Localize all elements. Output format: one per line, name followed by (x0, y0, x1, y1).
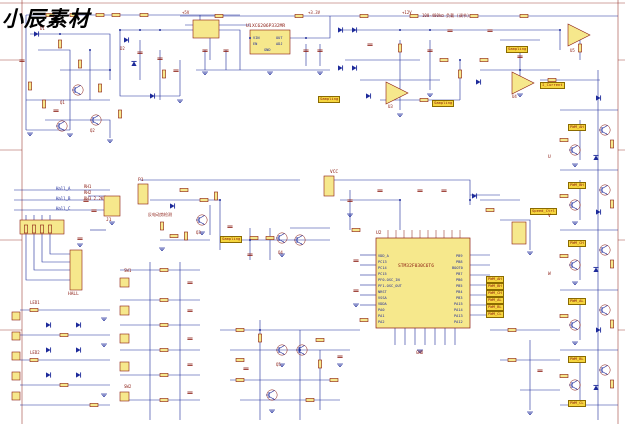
regulator-pin-vin: VIN (253, 36, 260, 40)
mcu-pin-left: PC14 (378, 266, 387, 270)
regulator-pin-adj: ADJ (276, 42, 283, 46)
mcu-pin-left: VDDA (378, 302, 387, 306)
power-rail-label: +12V (402, 10, 412, 15)
net-tag-pwm: PWM_AL (568, 298, 586, 305)
power-rail-label: +5V (182, 10, 190, 15)
mcu-pin-right: PA15 (454, 302, 463, 306)
power-rail-label: +3.3V (308, 10, 321, 15)
net-tag-pwm: PWM_CL (486, 311, 504, 318)
net-tag-pwm: PWM_CL (568, 400, 586, 407)
power-rail-label: GND (416, 350, 424, 355)
mcu-pin-right: PB9 (456, 254, 463, 258)
debug-connector-label: J1 (106, 218, 112, 223)
hall-pin-label: Hall_B (56, 196, 71, 201)
phase-label: V (548, 214, 551, 219)
bemf-note: 反电动势检测 (148, 212, 172, 217)
regulator-pin-out: OUT (276, 36, 283, 40)
mcu-pin-left: PA0 (378, 308, 385, 312)
mcu-pin-left: PC15 (378, 272, 387, 276)
regulator-model: XC6206P332MR (252, 24, 286, 29)
mcu-pin-right: PB8 (456, 260, 463, 264)
net-tag-pwm: PWM_CH (568, 240, 586, 247)
net-tag-speed: Speed_Ctrl (530, 208, 557, 215)
net-tag-pwm: PWM_BH (568, 182, 586, 189)
ref-label: Q4 (278, 250, 283, 255)
mcu-pin-right: PB5 (456, 284, 463, 288)
net-tag-pwm: PWM_CH (486, 290, 504, 297)
ref-label: U4 (512, 94, 517, 99)
hall-connector-label: HALL (68, 292, 79, 297)
rail-label: VCC (330, 170, 339, 175)
hall-resistor-label: RH3 2.2K (84, 196, 104, 201)
mcu-pin-left: VDD_A (378, 254, 389, 258)
ref-label: Q3 (196, 230, 201, 235)
hall-resistor-label: RH2 (84, 190, 92, 195)
net-tag-pwm: PWM_AH (568, 124, 586, 131)
mcu-pin-right: PB7 (456, 272, 463, 276)
ref-label: Q5 (276, 362, 281, 367)
net-tag-pwm: PWM_AL (486, 297, 504, 304)
regulator-ref: U1 (246, 24, 252, 29)
ref-label: Q2 (90, 128, 95, 133)
hall-pin-label: Hall_C (56, 206, 71, 211)
lower-center-block (220, 320, 360, 420)
mcu-pin-right: PA12 (454, 320, 463, 324)
mcu-pin-left: PF1-OSC_OUT (378, 284, 402, 288)
regulator-block (180, 14, 331, 75)
watermark-logo: 小辰素材 (2, 7, 90, 31)
lower-right-block (490, 328, 560, 415)
opamp-note: 100-400kΩ 负载 (调节) (422, 13, 470, 18)
mcu-pin-right: PA14 (454, 308, 463, 312)
ref-label: D1 (40, 26, 45, 31)
net-tag-current: I_Current (540, 82, 565, 89)
hall-pin-label: Hall_A (56, 186, 71, 191)
mcu-model: STM32F030C6T6 (398, 264, 434, 269)
mcu-pin-right: BOOT0 (452, 266, 463, 270)
ref-label: D2 (120, 46, 125, 51)
power-connector-label: P1 (138, 178, 144, 183)
opamp-sampling-block (330, 14, 618, 117)
mcu-pin-right: PB3 (456, 296, 463, 300)
phase-label: U (548, 155, 551, 160)
regulator-pin-gnd: GND (264, 48, 271, 52)
ref-label: U5 (570, 48, 575, 53)
net-tag-sampling: Sampling (432, 100, 455, 107)
net-tag-pwm: PWM_BL (486, 304, 504, 311)
hall-resistor-label: RH1 (84, 184, 92, 189)
ref-label: LED2 (30, 350, 40, 355)
lower-left-block (11, 262, 200, 420)
ref-label: Q1 (60, 100, 65, 105)
ref-label: SW1 (124, 268, 132, 273)
mcu-pin-left: NRST (378, 290, 387, 294)
mcu-block (323, 175, 534, 353)
regulator-pin-en: EN (253, 42, 258, 46)
mcu-pin-right: PA13 (454, 314, 463, 318)
center-left-block (137, 179, 330, 260)
phase-label: W (548, 272, 551, 277)
net-tag-sampling: Sampling (506, 46, 529, 53)
net-tag-pwm: PWM_BH (486, 283, 504, 290)
hall-sensor-block (14, 189, 121, 291)
net-tag-pwm: PWM_AH (486, 276, 504, 283)
mcu-pin-right: PB4 (456, 290, 463, 294)
mcu-ref: U2 (376, 231, 382, 236)
net-tag-pwm: PWM_BL (568, 356, 586, 363)
input-supply-block (18, 13, 241, 143)
mcu-pin-left: PA2 (378, 320, 385, 324)
net-tag-sampling: Sampling (220, 236, 243, 243)
ref-label: SW2 (124, 384, 132, 389)
ref-label: LED1 (30, 300, 40, 305)
mcu-pin-left: PC13 (378, 260, 387, 264)
net-tag-sampling: Sampling (318, 96, 341, 103)
mcu-pin-left: VSSA (378, 296, 387, 300)
mcu-pin-left: PF0-OSC_IN (378, 278, 400, 282)
mcu-pin-left: PA1 (378, 314, 385, 318)
mcu-pin-right: PB6 (456, 278, 463, 282)
ref-label: U3 (388, 104, 393, 109)
driver-column (559, 70, 618, 420)
